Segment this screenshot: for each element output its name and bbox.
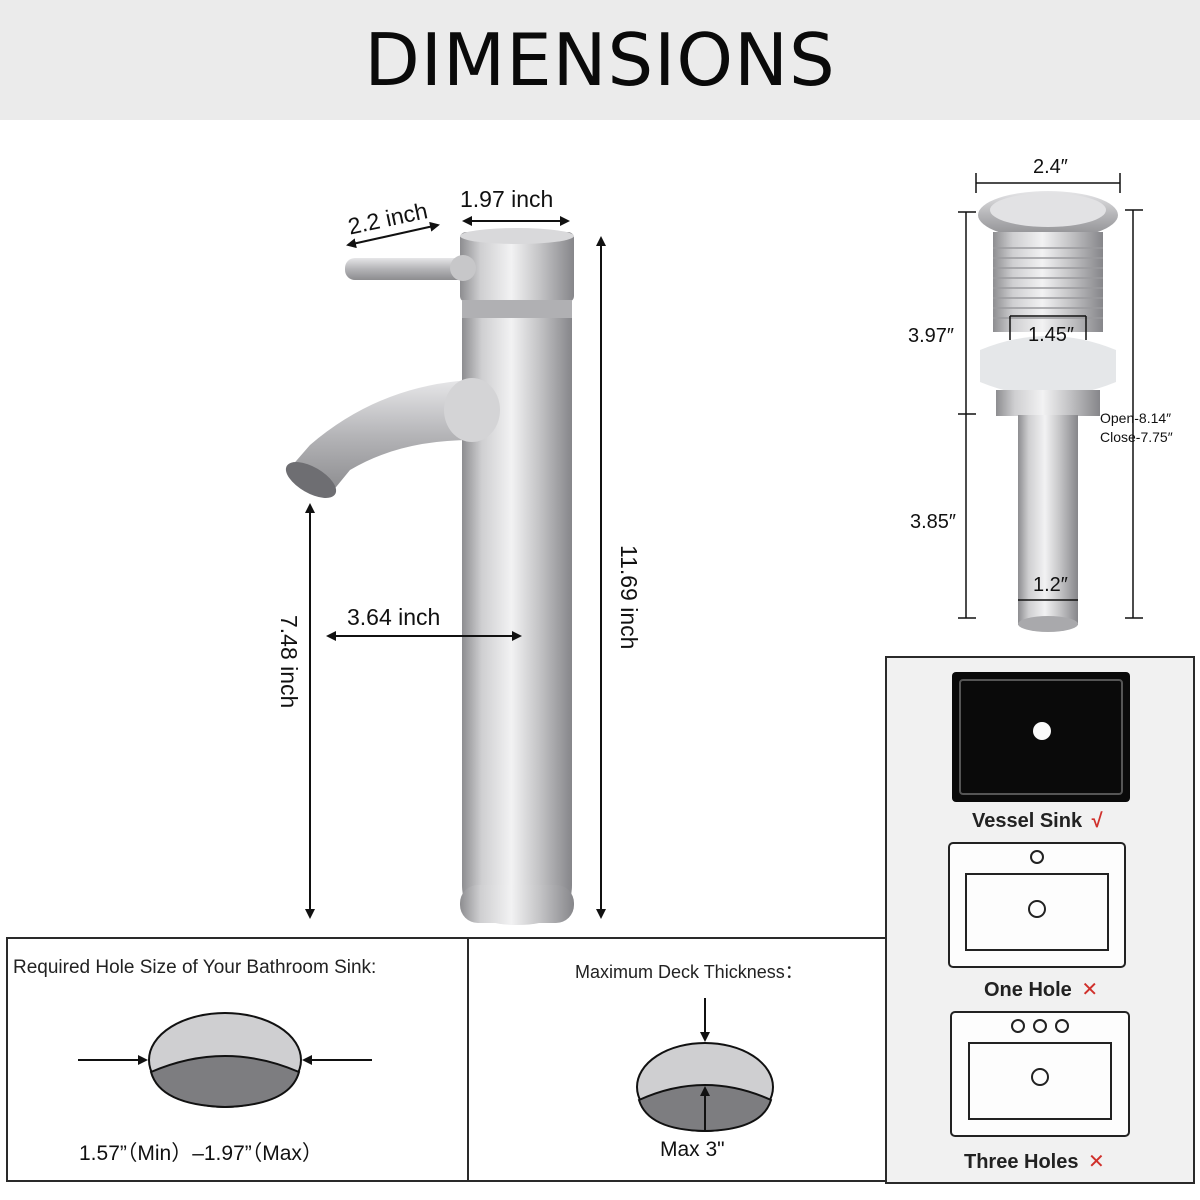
sink-type-label: Three Holes bbox=[964, 1151, 1079, 1173]
deck-thickness-diagram bbox=[636, 998, 774, 1133]
header-bar: DIMENSIONS bbox=[0, 0, 1200, 120]
sink-type-one-hole: One Hole ✕ bbox=[984, 977, 1098, 1002]
sink-type-three-holes: Three Holes ✕ bbox=[964, 1149, 1105, 1174]
sink-type-label: Vessel Sink bbox=[972, 810, 1083, 832]
hole-size-value: 1.57”（Min）–1.97”（Max） bbox=[79, 1142, 323, 1165]
check-icon: √ bbox=[1091, 810, 1103, 832]
deck-thickness-title: Maximum Deck Thickness： bbox=[575, 962, 803, 982]
sink-type-label: One Hole bbox=[984, 979, 1072, 1001]
drain-close-length-label: Close-7.75″ bbox=[1100, 429, 1173, 445]
deck-thickness-value: Max 3" bbox=[660, 1138, 725, 1161]
three-holes-sink-icon bbox=[950, 1011, 1130, 1137]
vessel-sink-icon bbox=[952, 672, 1130, 802]
cross-icon: ✕ bbox=[1088, 1151, 1105, 1173]
one-hole-sink-icon bbox=[948, 842, 1126, 968]
page-title: DIMENSIONS bbox=[364, 18, 836, 102]
body-diameter-label: 1.97 inch bbox=[460, 186, 554, 212]
drain-open-length-label: Open-8.14″ bbox=[1100, 410, 1172, 426]
drain-lower-length-label: 3.85″ bbox=[910, 511, 957, 533]
drain-cap-diameter-label: 2.4″ bbox=[1033, 156, 1068, 178]
cross-icon: ✕ bbox=[1081, 979, 1099, 1001]
sink-type-vessel: Vessel Sink √ bbox=[972, 810, 1103, 833]
drain-tail-diameter-label: 1.2″ bbox=[1033, 574, 1068, 596]
hole-size-diagram bbox=[78, 1012, 372, 1109]
drain-thread-diameter-label: 1.45″ bbox=[1028, 324, 1075, 346]
hole-size-title: Required Hole Size of Your Bathroom Sink… bbox=[13, 957, 377, 978]
spout-reach-label: 3.64 inch bbox=[347, 604, 441, 630]
faucet-illustration bbox=[285, 228, 574, 925]
drain-upper-length-label: 3.97″ bbox=[908, 325, 955, 347]
